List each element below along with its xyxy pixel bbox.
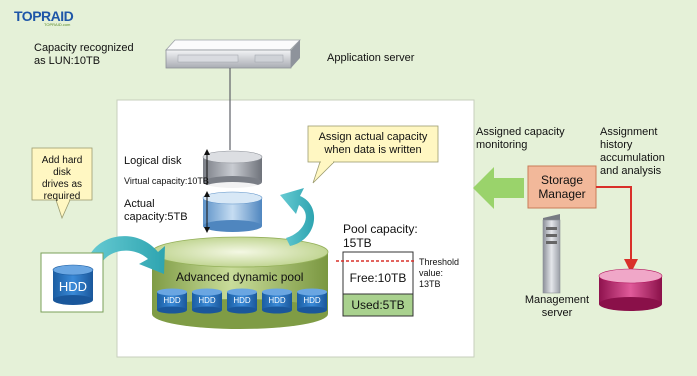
hdd-standalone-label: HDD bbox=[58, 279, 88, 294]
pool-hdd-group bbox=[157, 288, 327, 314]
add-hdd-callout-shape bbox=[31, 147, 93, 220]
pool-hdd-label: HDD bbox=[268, 296, 286, 305]
toprad-logo: TOPRAID TOPRAID.com bbox=[14, 8, 74, 27]
assigned-monitoring-label: Assigned capacity monitoring bbox=[476, 126, 565, 151]
storage-manager-label: Storage Manager bbox=[538, 173, 586, 201]
history-arrow bbox=[596, 186, 638, 273]
pool-hdd-icon bbox=[262, 288, 292, 314]
pool-hdd-label: HDD bbox=[198, 296, 216, 305]
logical-disk-cylinder bbox=[202, 150, 263, 194]
pool-hdd-label: HDD bbox=[303, 296, 321, 305]
add-hdd-arrow bbox=[88, 236, 165, 274]
pool-name-label: Advanced dynamic pool bbox=[176, 270, 304, 284]
pool-hdd-label: HDD bbox=[163, 296, 181, 305]
pool-hdd-icon bbox=[227, 288, 257, 314]
capacity-recognized-label: Capacity recognized as LUN:10TB bbox=[34, 42, 134, 67]
logical-disk-label: Logical disk bbox=[124, 155, 182, 167]
pool-hdd-icon bbox=[192, 288, 222, 314]
logo-subtext: TOPRAID.com bbox=[44, 22, 71, 27]
assign-callout-text: Assign actual capacity when data is writ… bbox=[318, 131, 428, 156]
management-server-icon bbox=[542, 214, 561, 294]
actual-capacity-cylinder bbox=[202, 191, 263, 232]
assign-callout-shape bbox=[307, 125, 439, 184]
used-capacity-label: Used:5TB bbox=[351, 298, 405, 312]
virtual-capacity-label: Virtual capacity:10TB bbox=[124, 176, 209, 186]
assignment-history-label: Assignment history accumulation and anal… bbox=[600, 126, 665, 177]
management-server-label: Management server bbox=[524, 294, 590, 319]
used-segment bbox=[342, 293, 414, 317]
pool-hdd-icon bbox=[157, 288, 187, 314]
hdd-standalone-icon bbox=[52, 264, 94, 305]
history-database-icon bbox=[598, 268, 663, 311]
logo-text: TOPRAID bbox=[14, 8, 74, 24]
free-capacity-label: Free:10TB bbox=[349, 271, 407, 285]
application-server-label: Application server bbox=[327, 52, 415, 64]
threshold-label: Threshold value: 13TB bbox=[419, 257, 460, 289]
application-server-icon bbox=[165, 39, 301, 69]
add-hdd-callout-text: Add hard disk drives as required bbox=[41, 155, 83, 202]
actual-capacity-label: Actual capacity:5TB bbox=[124, 198, 188, 223]
pool-hdd-label: HDD bbox=[233, 296, 251, 305]
pool-hdd-icon bbox=[297, 288, 327, 314]
assign-arrow bbox=[280, 188, 315, 246]
monitoring-arrow bbox=[473, 167, 524, 209]
storage-manager-box bbox=[527, 165, 597, 209]
pool-capacity-label: Pool capacity: 15TB bbox=[343, 222, 418, 250]
